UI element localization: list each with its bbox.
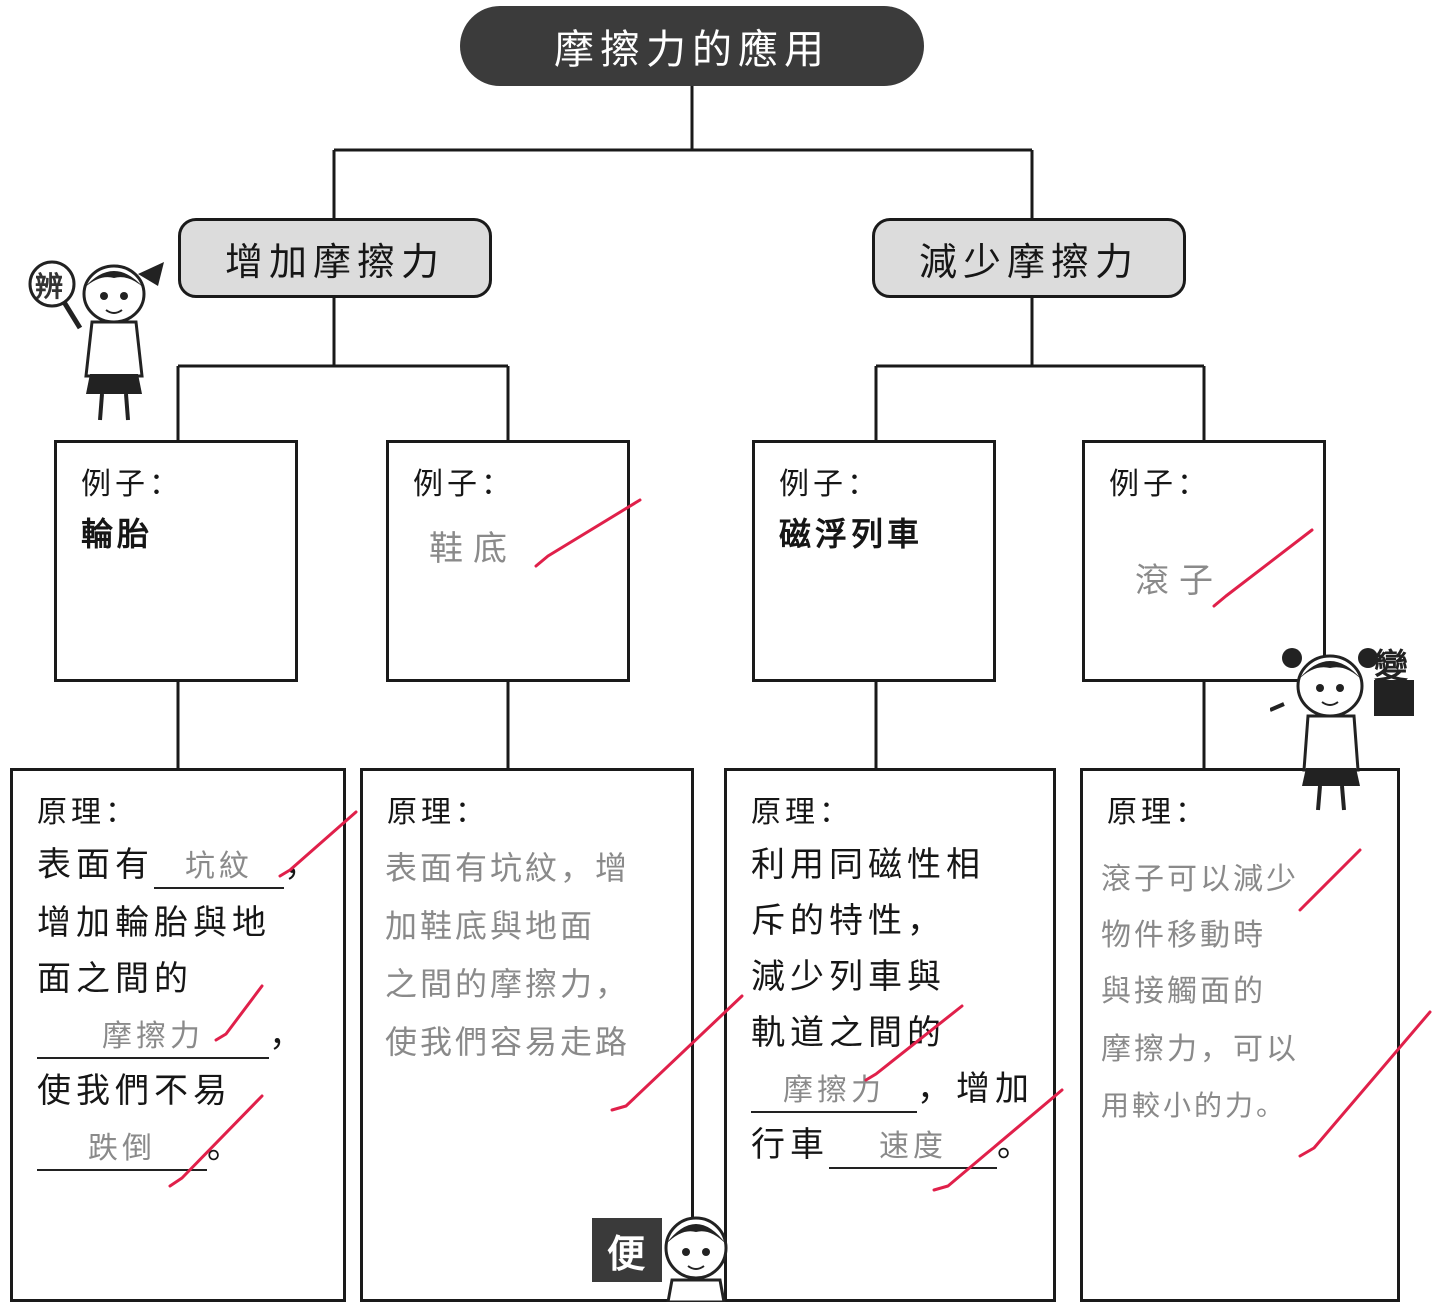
principle-label: 原理： — [387, 795, 489, 830]
principle-box-shoe-sole: 原理： 表面有坑紋，增 加鞋底與地面 之間的摩擦力， 使我們容易走路 — [360, 768, 694, 1302]
principle-box-rollers: 原理： 滾子可以減少 物件移動時 與接觸面的 摩擦力，可以 用較小的力。 — [1080, 768, 1400, 1302]
principle-label: 原理： — [751, 795, 853, 830]
example-label: 例子： — [413, 467, 515, 502]
girl-with-wand-illustration — [1270, 648, 1414, 811]
heading-decrease-friction: 減少摩擦力 — [872, 218, 1186, 298]
check-mark — [214, 984, 264, 1042]
principle-line: 表面有坑紋， — [37, 837, 323, 889]
example-box-tyre: 例子： 輪胎 — [54, 440, 298, 682]
check-mark — [168, 1094, 264, 1188]
principle-line: 跌倒。 — [37, 1119, 246, 1171]
principle-line: 利用同磁性相 — [751, 845, 985, 885]
check-mark — [932, 1088, 1064, 1192]
handwritten-principle-line: 滾子可以減少 — [1101, 862, 1299, 897]
badge-convenient: 便 — [606, 1231, 645, 1276]
principle-line: 增加輪胎與地 — [37, 903, 271, 943]
handwritten-principle-line: 使我們容易走路 — [385, 1023, 631, 1061]
principle-box-maglev: 原理： 利用同磁性相 斥的特性， 減少列車與 軌道之間的 摩擦力，增加 行車速度… — [724, 768, 1056, 1302]
handwritten-answer: 摩擦力 — [102, 1019, 204, 1054]
example-label: 例子： — [779, 467, 881, 502]
check-mark — [1212, 528, 1314, 608]
handwritten-principle-line: 與接觸面的 — [1101, 974, 1266, 1009]
handwritten-principle-line: 物件移動時 — [1101, 918, 1266, 953]
check-mark — [1298, 848, 1362, 912]
principle-line: 行車速度。 — [751, 1117, 1036, 1169]
line-text: 行車 — [751, 1125, 829, 1165]
example-box-maglev: 例子： 磁浮列車 — [752, 440, 996, 682]
principle-line: 斥的特性， — [751, 901, 946, 941]
girl-with-magnifier-illustration — [28, 260, 164, 421]
badge-discern: 辨 — [34, 270, 63, 303]
handwritten-principle-line: 摩擦力，可以 — [1101, 1032, 1299, 1067]
example-label: 例子： — [81, 467, 183, 502]
example-handwritten-answer: 鞋底 — [429, 529, 517, 569]
handwritten-answer: 速度 — [879, 1129, 947, 1164]
principle-box-tyre: 原理： 表面有坑紋， 增加輪胎與地 面之間的 摩擦力 ， 使我們不易 跌倒。 — [10, 768, 346, 1302]
example-label: 例子： — [1109, 467, 1211, 502]
check-mark — [1298, 1010, 1432, 1158]
badge-change: 變 — [1374, 646, 1408, 687]
fill-blank: 速度 — [829, 1125, 997, 1169]
line-text: 表面有 — [37, 845, 154, 885]
principle-line: 使我們不易 — [37, 1071, 232, 1111]
example-box-rollers: 例子： 滾子 — [1082, 440, 1326, 682]
check-mark — [610, 994, 744, 1112]
fill-blank: 跌倒 — [37, 1127, 207, 1171]
handwritten-answer: 跌倒 — [88, 1131, 156, 1166]
line-text: ， — [269, 1015, 308, 1055]
example-value: 磁浮列車 — [779, 515, 924, 553]
handwritten-principle-line: 用較小的力。 — [1101, 1089, 1288, 1122]
check-mark — [534, 498, 642, 568]
principle-line: 減少列車與 — [751, 957, 946, 997]
line-text: ，增加 — [917, 1069, 1034, 1109]
handwritten-answer: 坑紋 — [185, 849, 253, 884]
fill-blank: 摩擦力 — [751, 1069, 917, 1113]
heading-increase-friction: 增加摩擦力 — [178, 218, 492, 298]
handwritten-principle-line: 表面有坑紋，增 — [385, 849, 631, 887]
handwritten-answer: 摩擦力 — [783, 1073, 885, 1108]
check-mark — [864, 1004, 964, 1082]
example-value: 輪胎 — [81, 515, 154, 553]
principle-label: 原理： — [37, 795, 139, 830]
example-box-shoe-sole: 例子： 鞋底 — [386, 440, 630, 682]
boy-illustration — [592, 1216, 728, 1302]
fill-blank: 坑紋 — [154, 845, 284, 889]
handwritten-principle-line: 加鞋底與地面 — [385, 907, 596, 945]
principle-line: 摩擦力 ，增加 — [751, 1061, 1034, 1113]
principle-label: 原理： — [1107, 795, 1209, 830]
check-mark — [278, 810, 358, 878]
handwritten-principle-line: 之間的摩擦力， — [385, 965, 631, 1003]
principle-line: 面之間的 — [37, 959, 193, 999]
fill-blank: 摩擦力 — [37, 1015, 269, 1059]
page-title: 摩擦力的應用 — [460, 6, 924, 86]
example-handwritten-answer: 滾子 — [1135, 561, 1223, 601]
principle-line: 摩擦力 ， — [37, 1007, 308, 1059]
